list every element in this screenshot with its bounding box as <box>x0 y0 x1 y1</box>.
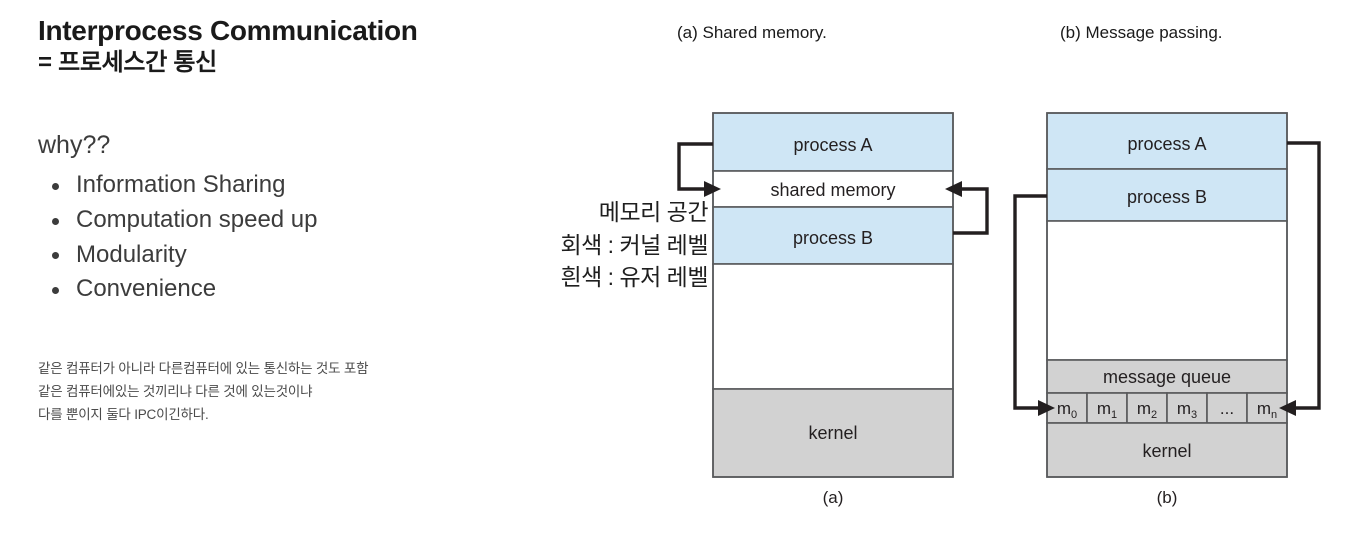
figure-a-shared-memory: process A shared memory process B kernel… <box>677 112 989 507</box>
list-item: Modularity <box>38 238 468 273</box>
figure-a-arrowhead-into-shared-memory-left <box>704 181 721 197</box>
title-line-english: Interprocess Communication <box>38 15 418 46</box>
figure-b-queue-cell <box>1086 392 1128 424</box>
figure-a-top-caption: (a) Shared memory. <box>677 23 827 42</box>
figure-a-bottom-caption: (a) <box>823 488 844 507</box>
figure-b-bottom-caption: (b) <box>1157 488 1178 507</box>
note-line: 같은 컴퓨터가 아니라 다른컴퓨터에 있는 통신하는 것도 포함 <box>38 361 369 376</box>
figure-b-queue-cell-label: m0 <box>1057 399 1077 421</box>
figure-b-label-message-queue: message queue <box>1103 367 1231 387</box>
title-line-korean: = 프로세스간 통신 <box>38 49 217 77</box>
figure-a-arrowhead-into-shared-memory-right <box>945 181 962 197</box>
legend-line-gray-kernel: 회색 : 커널 레벨 <box>560 231 708 258</box>
legend-line-white-user: 흰색 : 유저 레벨 <box>560 264 708 291</box>
list-item: Convenience <box>38 272 468 307</box>
memory-space-legend: 메모리 공간 회색 : 커널 레벨 흰색 : 유저 레벨 <box>452 196 708 294</box>
note-line: 같은 컴퓨터에있는 것끼리냐 다른 것에 있는것이냐 <box>38 384 313 400</box>
legend-line-memory-space: 메모리 공간 <box>598 199 709 225</box>
figure-b-queue-cell-label: m1 <box>1097 399 1117 421</box>
figure-a-outer-frame <box>712 112 954 478</box>
why-label: why?? <box>38 131 111 159</box>
figure-b-arrowhead-into-queue-head <box>1038 400 1055 416</box>
figure-b-outer-frame <box>1046 112 1288 478</box>
figure-b-message-passing: process A process B message queue m0 m1 … <box>1013 112 1321 507</box>
figure-a-label-process-a: process A <box>793 135 872 155</box>
figure-a-band-process-a <box>712 112 954 172</box>
figure-b-top-caption: (b) Message passing. <box>1060 23 1223 42</box>
page-title: Interprocess Communication = 프로세스간 통신 <box>38 14 508 78</box>
figure-b-queue-cell-label: m3 <box>1177 399 1197 421</box>
figure-a-label-process-b: process B <box>793 228 873 248</box>
figure-b-arrow-process-b-to-queue-head <box>1013 194 1047 410</box>
figure-a-band-free-user-space <box>712 263 954 390</box>
figure-a-label-kernel: kernel <box>808 423 857 443</box>
figure-b-arrowhead-into-queue-tail <box>1279 400 1296 416</box>
figure-a-label-shared-memory: shared memory <box>770 180 895 200</box>
figure-b-label-kernel: kernel <box>1142 441 1191 461</box>
figure-b-band-free-user-space <box>1046 220 1288 361</box>
list-item: Computation speed up <box>38 203 468 238</box>
figure-b-arrow-process-a-to-queue-tail <box>1287 141 1321 410</box>
figure-a-band-process-b <box>712 206 954 265</box>
figure-b-queue-cell-label: ... <box>1220 399 1234 418</box>
figure-b-label-process-b: process B <box>1127 187 1207 207</box>
benefits-bullet-list: Information Sharing Computation speed up… <box>38 168 468 307</box>
figure-b-queue-cell <box>1166 392 1208 424</box>
list-item: Information Sharing <box>38 168 468 203</box>
figure-b-label-process-a: process A <box>1127 134 1206 154</box>
figure-b-queue-cell <box>1126 392 1168 424</box>
figure-b-message-queue-cells: m0 m1 m2 m3 ... mn <box>1046 392 1288 424</box>
figure-b-queue-cell-label: mn <box>1257 399 1277 421</box>
figure-a-arrow-process-b-to-shared-memory <box>953 187 989 235</box>
note-line: 다를 뿐이지 둘다 IPC이긴하다. <box>38 407 209 423</box>
korean-annotation-note: 같은 컴퓨터가 아니라 다른컴퓨터에 있는 통신하는 것도 포함 같은 컴퓨터에… <box>38 357 498 427</box>
figure-a-arrow-process-a-to-shared-memory <box>677 142 713 191</box>
figure-b-queue-cell-label: m2 <box>1137 399 1157 421</box>
